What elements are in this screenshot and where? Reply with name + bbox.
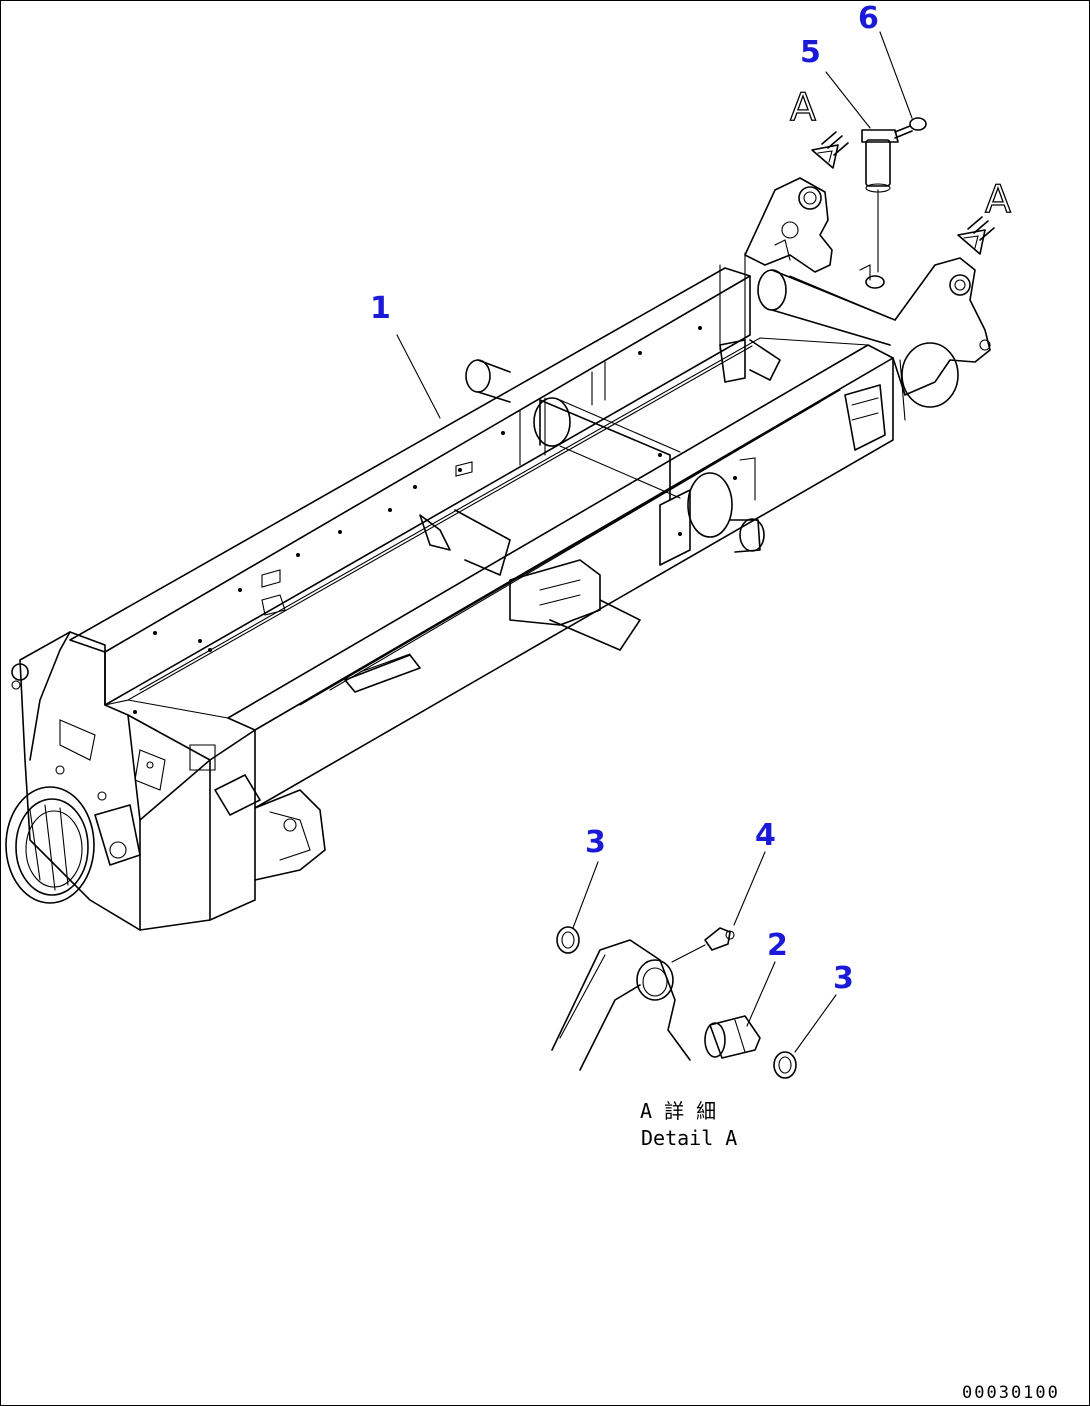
front-right-ear [892, 257, 991, 396]
cross-tube [539, 399, 671, 501]
front-pivot-tube-end [757, 269, 787, 311]
bushing-part-2 [709, 1015, 761, 1059]
view-arrow-left [811, 131, 849, 169]
leader-lines [396, 31, 913, 1053]
callout-6: 6 [858, 1, 879, 36]
callout-3-right: 3 [833, 961, 854, 996]
detail-a-view [551, 926, 797, 1079]
right-beam-side [254, 357, 894, 809]
callout-4: 4 [755, 818, 776, 853]
pin-part-5 [861, 129, 899, 273]
callout-5: 5 [800, 35, 821, 70]
surface-holes [133, 326, 737, 714]
callout-2: 2 [767, 928, 788, 963]
seal-part-3-left [556, 926, 580, 954]
left-beam-top [69, 267, 751, 653]
bolt-part-6 [894, 117, 927, 139]
main-frame-assembly [5, 177, 991, 931]
view-arrow-right [957, 216, 995, 255]
seal-part-3-right [773, 1051, 797, 1079]
right-beam-top [227, 344, 894, 731]
detail-title-en: Detail A [641, 1126, 737, 1150]
callout-1: 1 [370, 291, 391, 326]
callout-3-left: 3 [585, 825, 606, 860]
view-marker-a-left: A [790, 85, 816, 129]
side-boss [687, 472, 733, 538]
drawing-code: 00030100 [962, 1383, 1060, 1403]
detail-ear-bore [636, 959, 674, 1001]
front-left-ear [744, 177, 833, 273]
view-marker-a-right: A [985, 177, 1011, 221]
rear-bore-outer [5, 786, 95, 904]
detail-title-jp: A 詳 細 [640, 1099, 716, 1123]
